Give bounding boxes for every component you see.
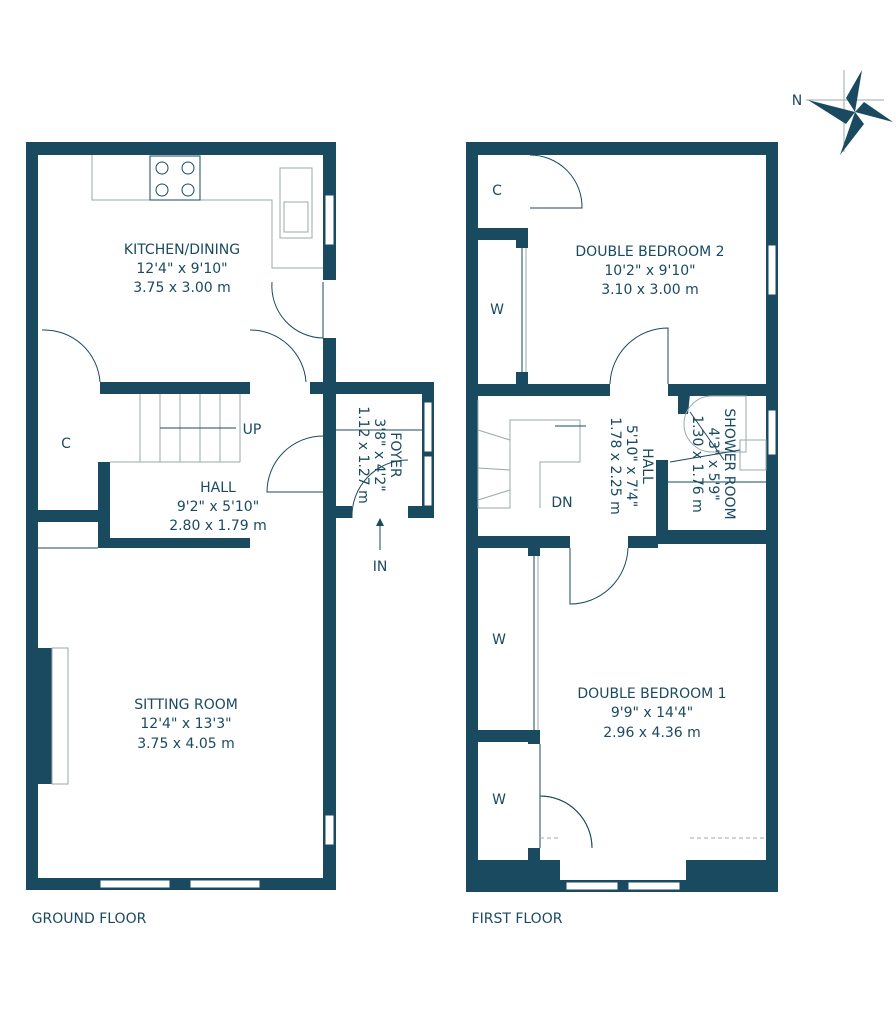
room-imperial: 5'10" x 7'4" xyxy=(623,425,639,507)
room-name: KITCHEN/DINING xyxy=(124,242,240,258)
wardrobe-label: W xyxy=(490,302,504,318)
room-metric: 2.80 x 1.79 m xyxy=(169,518,267,534)
ground-floor-fixtures xyxy=(38,155,422,785)
room-name: SITTING ROOM xyxy=(134,697,238,713)
room-imperial: 9'2" x 5'10" xyxy=(177,499,259,515)
first-floor-labels: DOUBLE BEDROOM 2 10'2" x 9'10" 3.10 x 3.… xyxy=(472,183,737,927)
entrance-label: IN xyxy=(373,559,388,575)
wardrobe-label: W xyxy=(492,792,506,808)
compass-north-label: N xyxy=(792,93,802,109)
ground-floor-labels: KITCHEN/DINING 12'4" x 9'10" 3.75 x 3.00… xyxy=(32,242,403,927)
room-metric: 2.96 x 4.36 m xyxy=(603,725,701,741)
room-name: DOUBLE BEDROOM 1 xyxy=(577,686,726,702)
room-imperial: 4'3" x 5'9" xyxy=(705,427,721,500)
room-imperial: 12'4" x 9'10" xyxy=(136,261,227,277)
closet-label: C xyxy=(61,436,71,452)
first-floor-fixtures xyxy=(477,154,767,849)
room-name: DOUBLE BEDROOM 2 xyxy=(575,244,724,260)
room-metric: 1.30 x 1.76 m xyxy=(689,415,705,513)
room-imperial: 3'8" x 4'2" xyxy=(371,418,387,491)
room-metric: 3.10 x 3.00 m xyxy=(601,282,699,298)
first-floor-label: FIRST FLOOR xyxy=(472,911,563,927)
closet-label: C xyxy=(492,183,502,199)
compass-icon: N xyxy=(792,70,893,155)
stairs-label: DN xyxy=(551,495,572,511)
room-imperial: 12'4" x 13'3" xyxy=(140,716,231,732)
room-metric: 1.12 x 1.27 m xyxy=(355,406,371,504)
room-metric: 3.75 x 3.00 m xyxy=(133,280,231,296)
stairs-label: UP xyxy=(243,422,262,438)
room-name: FOYER xyxy=(387,432,403,478)
room-name: HALL xyxy=(639,448,655,484)
first-floor-walls xyxy=(466,142,778,892)
room-metric: 3.75 x 4.05 m xyxy=(137,736,235,752)
room-imperial: 10'2" x 9'10" xyxy=(604,263,695,279)
room-metric: 1.78 x 2.25 m xyxy=(607,417,623,515)
room-imperial: 9'9" x 14'4" xyxy=(611,705,693,721)
ground-floor-label: GROUND FLOOR xyxy=(32,911,147,927)
wardrobe-label: W xyxy=(492,632,506,648)
ground-floor-walls xyxy=(26,142,434,890)
room-name: HALL xyxy=(200,480,236,496)
room-name: SHOWER ROOM xyxy=(721,408,737,519)
